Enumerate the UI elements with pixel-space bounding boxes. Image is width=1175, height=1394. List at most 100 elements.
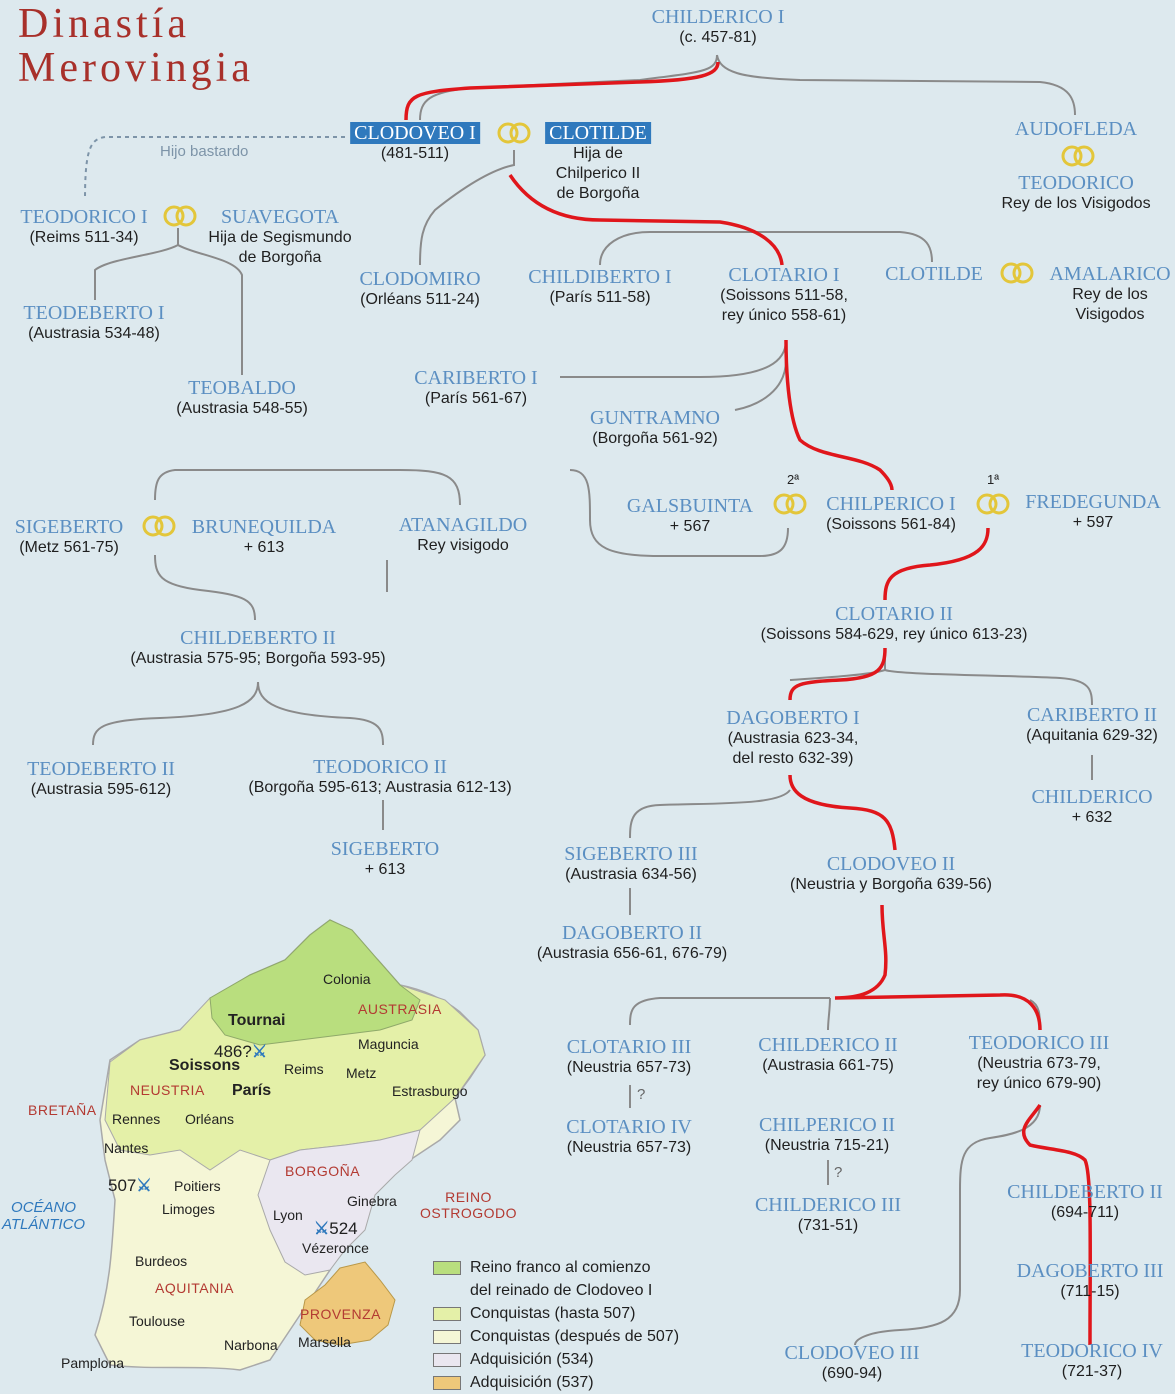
person-note: Rey visigodo — [417, 537, 509, 554]
person-name: AUDOFLEDA — [1014, 118, 1138, 140]
person-note: Rey de los — [1072, 286, 1148, 303]
person-dates: del resto 632-39) — [732, 750, 854, 767]
person-sigeberto: SIGEBERTO (Metz 561-75) — [15, 516, 123, 558]
person-name: GALSBUINTA — [626, 495, 754, 517]
person-childeberto-ii: CHILDEBERTO II (Austrasia 575-95; Borgoñ… — [130, 627, 385, 669]
map-city-maguncia: Maguncia — [358, 1036, 419, 1052]
person-dates: (721-37) — [1061, 1363, 1123, 1380]
person-cariberto-ii: CARIBERTO II (Aquitania 629-32) — [1026, 704, 1158, 746]
gray-connectors — [84, 54, 1093, 1346]
map-region-label-reino-ostrogodo: REINO OSTROGODO — [420, 1189, 517, 1221]
map-city-ginebra: Ginebra — [347, 1193, 397, 1209]
bastard-son-note: Hijo bastardo — [160, 143, 249, 160]
map-city-burdeos: Burdeos — [135, 1253, 188, 1269]
person-name: TEODORICO I — [20, 206, 148, 228]
person-audofleda: AUDOFLEDA — [1015, 118, 1137, 140]
map-ocean-label: OCÉANO ATLÁNTICO — [2, 1199, 85, 1233]
person-note: Hija de Segismundo — [208, 229, 352, 246]
person-name: CHILDERICO — [1031, 786, 1153, 808]
person-dates: (Austrasia 634-56) — [565, 866, 697, 883]
person-name: TEODEBERTO I — [23, 302, 165, 324]
person-dates: (731-51) — [797, 1217, 859, 1234]
battle-year: 486? — [214, 1042, 252, 1061]
person-teodeberto-i: TEODEBERTO I (Austrasia 534-48) — [23, 302, 164, 344]
map-city-narbona: Narbona — [224, 1337, 278, 1353]
person-dates: (Soissons 584-629, rey único 613-23) — [760, 626, 1028, 643]
person-name: DAGOBERTO I — [726, 707, 860, 729]
map-region-label-austrasia: AUSTRASIA — [358, 1001, 442, 1017]
person-suavegota: SUAVEGOTA Hija de Segismundo de Borgoña — [208, 206, 351, 268]
person-dates: (694-711) — [1050, 1204, 1120, 1221]
person-clotario-i: CLOTARIO I (Soissons 511-58, rey único 5… — [720, 264, 848, 326]
person-fredegunda: FREDEGUNDA + 597 — [1025, 491, 1161, 533]
map-region-label-aquitania: AQUITANIA — [155, 1280, 234, 1296]
map-city-estrasburgo: Estrasburgo — [392, 1083, 468, 1099]
person-dates: (Austrasia 595-612) — [30, 781, 172, 798]
map-city-rennes: Rennes — [112, 1111, 161, 1127]
legend-item: Adquisición (534) — [433, 1348, 679, 1371]
title-line-2: Merovingia — [18, 45, 254, 91]
legend-swatch — [433, 1307, 461, 1321]
person-dates: (Soissons 511-58, — [720, 287, 848, 304]
person-amalarico: AMALARICO Rey de los Visigodos — [1049, 263, 1170, 325]
marriage-rings-icon — [141, 514, 177, 538]
map-region-label-bretana: BRETAÑA — [28, 1102, 97, 1118]
person-clodoveo-ii: CLODOVEO II (Neustria y Borgoña 639-56) — [790, 853, 992, 895]
uncertain-link-mark: ? — [834, 1164, 843, 1181]
map-city-nantes: Nantes — [104, 1140, 149, 1156]
person-teodeberto-ii: TEODEBERTO II (Austrasia 595-612) — [27, 758, 175, 800]
legend-label: Conquistas (hasta 507) — [470, 1302, 635, 1325]
person-dates: + 567 — [669, 518, 711, 535]
person-dates: (Orléans 511-24) — [360, 291, 480, 308]
person-guntramno: GUNTRAMNO (Borgoña 561-92) — [590, 407, 720, 449]
person-teodorico-i: TEODORICO I (Reims 511-34) — [20, 206, 147, 248]
marriage-rings-icon — [772, 492, 808, 516]
person-name: SUAVEGOTA — [220, 206, 340, 228]
person-dates: + 613 — [243, 539, 285, 556]
legend-label-line: Reino franco al comienzo — [470, 1259, 651, 1276]
map-region-borgona — [257, 1129, 421, 1276]
lineage-highlight — [404, 61, 1093, 1346]
person-dagoberto-ii: DAGOBERTO II (Austrasia 656-61, 676-79) — [537, 922, 727, 964]
person-name: AMALARICO — [1049, 263, 1171, 285]
person-sigeberto-iii: SIGEBERTO III (Austrasia 634-56) — [564, 843, 697, 885]
map-city-pamplona: Pamplona — [61, 1355, 125, 1371]
person-dates: (690-94) — [821, 1365, 883, 1382]
legend-swatch — [433, 1330, 461, 1344]
person-clotilde-wife: CLOTILDE Hija de Chilperico II de Borgoñ… — [545, 122, 651, 204]
person-teodorico-iv: TEODORICO IV (721-37) — [1021, 1340, 1163, 1382]
person-name: BRUNEQUILDA — [191, 516, 337, 538]
map-city-tournai: Tournai — [228, 1012, 286, 1029]
person-dates: rey único 679-90) — [976, 1075, 1102, 1092]
person-childiberto-i: CHILDIBERTO I (París 511-58) — [528, 266, 671, 308]
marriage-rings-icon — [975, 492, 1011, 516]
person-dagoberto-i: DAGOBERTO I (Austrasia 623-34, del resto… — [726, 707, 859, 769]
person-brunequilda: BRUNEQUILDA + 613 — [192, 516, 336, 558]
legend-swatch — [433, 1261, 461, 1275]
person-childerico-i: CHILDERICO I (c. 457-81) — [652, 6, 785, 48]
person-childeberto-iii: CHILDEBERTO II (694-711) — [1007, 1181, 1163, 1223]
legend-swatch — [433, 1353, 461, 1367]
person-name: TEOBALDO — [188, 377, 296, 399]
map-battle-486: 486?⚔ — [214, 1042, 267, 1062]
person-dates: (Austrasia 656-61, 676-79) — [536, 945, 728, 962]
person-dates: (Neustria y Borgoña 639-56) — [790, 876, 992, 893]
region-line: OSTROGODO — [420, 1205, 518, 1221]
map-city-soissons: Soissons — [169, 1057, 241, 1074]
person-dates: (Neustria 657-73) — [566, 1139, 692, 1156]
person-name: CARIBERTO II — [1026, 704, 1158, 726]
person-name: TEODORICO — [1018, 172, 1134, 194]
legend-item: Conquistas (después de 507) — [433, 1325, 679, 1348]
person-name: CHILDERICO I — [651, 6, 785, 28]
person-dates: (París 511-58) — [549, 289, 651, 306]
marriage-rings-icon — [1060, 144, 1096, 168]
person-dates: (Borgoña 595-613; Austrasia 612-13) — [248, 779, 512, 796]
person-dates: (Aquitania 629-32) — [1026, 727, 1158, 744]
person-dates: (c. 457-81) — [679, 29, 757, 46]
person-dates: (711-15) — [1060, 1283, 1120, 1300]
legend-label-line: Adquisición (534) — [470, 1351, 594, 1368]
battle-year: 507 — [108, 1176, 137, 1195]
person-dates: (Neustria 673-79, — [977, 1055, 1101, 1072]
map-city-reims: Reims — [284, 1061, 324, 1077]
